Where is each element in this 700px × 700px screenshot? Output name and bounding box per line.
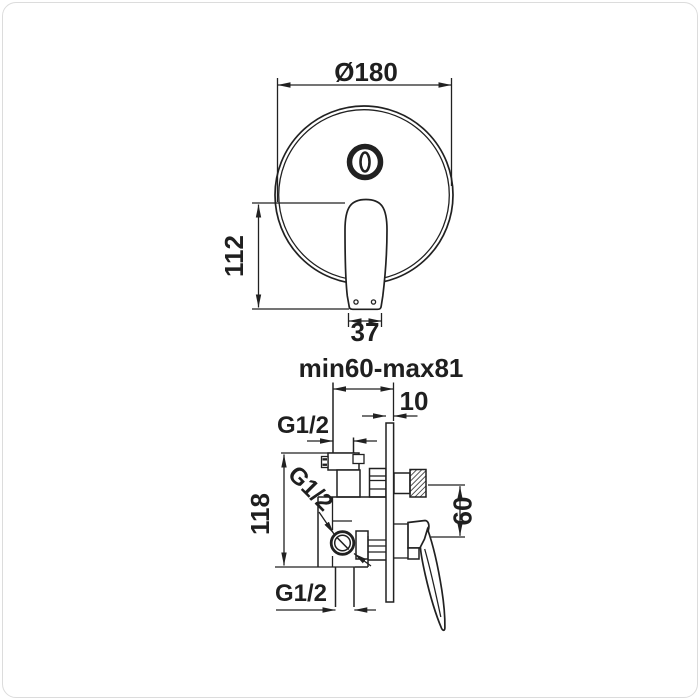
dim-mount-depth: min60-max81 [299, 353, 464, 421]
lever-width-label: 37 [351, 317, 380, 347]
lever-length-label: 112 [219, 235, 249, 277]
side-port [329, 530, 356, 556]
bottom-port-label: G1/2 [275, 580, 327, 607]
side-view: min60-max81 10 G1/2 118 [245, 353, 478, 632]
front-view: Ø180 112 [219, 57, 454, 347]
valve-body-upper [320, 382, 387, 498]
dim-lever-length: 112 [219, 204, 262, 308]
plate-thickness-label: 10 [400, 386, 429, 416]
dim-diameter: Ø180 [276, 57, 453, 202]
lever-handle-front [344, 198, 388, 311]
dim-plate-thickness: 10 [362, 386, 429, 419]
dim-bottom-port: G1/2 [275, 580, 376, 613]
valve-body-main [275, 496, 386, 568]
handle-screw-dot [353, 299, 359, 305]
port-distance-label: 118 [245, 493, 275, 535]
top-port-label: G1/2 [277, 412, 329, 439]
lever-handle-side [394, 519, 446, 632]
handle-screw-dot [370, 299, 377, 305]
front-outlet [393, 468, 427, 498]
mount-depth-label: min60-max81 [299, 353, 464, 383]
dim-top-port: G1/2 [277, 412, 377, 444]
dim-outlet-distance: 60 [428, 484, 478, 538]
bottom-port-pipe [334, 567, 355, 607]
diameter-label: Ø180 [334, 57, 398, 87]
outlet-distance-label: 60 [448, 497, 478, 526]
wall-plate [385, 422, 395, 603]
diverter-knob-icon [346, 143, 384, 181]
dim-lever-width: 37 [347, 313, 383, 347]
dim-port-distance: 118 [245, 454, 287, 566]
